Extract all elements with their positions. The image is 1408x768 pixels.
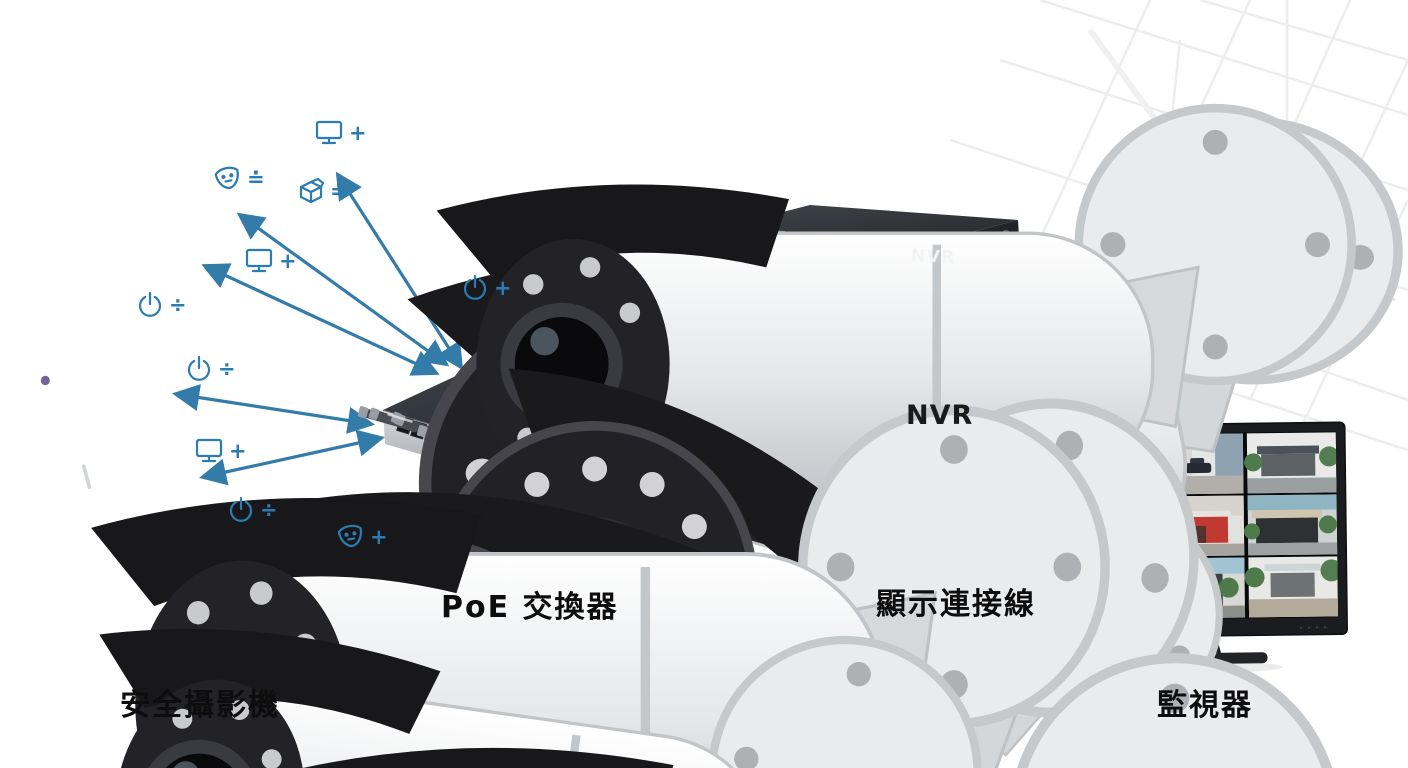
wifi-antenna — [81, 464, 92, 490]
security-cameras — [40, 67, 1408, 768]
security-camera-6 — [59, 464, 996, 768]
poe-arrow-5 — [171, 384, 376, 434]
feed-3 — [1244, 432, 1339, 494]
monitor-label: 監視器 — [1157, 688, 1253, 723]
face-detect-icon: ≐ — [213, 166, 265, 192]
feed-6 — [1244, 494, 1338, 556]
poe-arrow-4 — [201, 263, 440, 376]
nvr-icon-label: NVR — [906, 400, 974, 431]
power-icon: ÷ — [226, 496, 278, 524]
cameras-label: 安全攝影機 — [120, 688, 280, 723]
security-camera-5 — [40, 375, 1107, 768]
poe-arrow-2 — [335, 171, 464, 371]
poe-arrow-1 — [236, 212, 450, 367]
face-detect-icon: + — [336, 524, 388, 550]
feed-9 — [1244, 556, 1339, 618]
monitor-icon: + — [195, 438, 247, 464]
poe-arrow-6 — [199, 429, 385, 486]
monitor-icon: + — [245, 248, 297, 274]
power-icon: + — [460, 274, 512, 302]
nvr-device-label: NVR — [910, 246, 957, 268]
monitor-icon: + — [315, 120, 367, 146]
power-icon: ÷ — [135, 291, 187, 319]
power-icon: ÷ — [184, 355, 236, 383]
switch-label: PoE 交換器 — [441, 590, 619, 625]
display-cable-label: 顯示連接線 — [876, 587, 1036, 622]
storage-box-icon: ≐ — [296, 178, 348, 204]
